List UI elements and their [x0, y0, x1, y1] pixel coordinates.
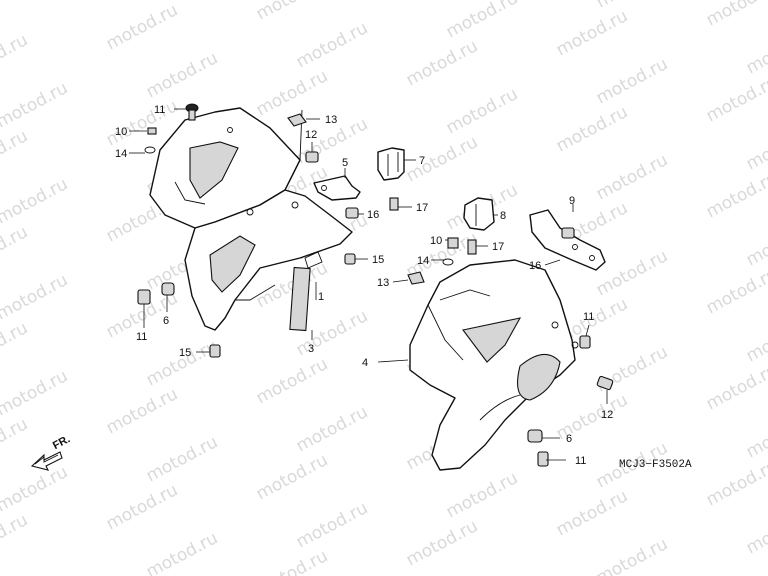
callout-13-top: 13 [325, 114, 337, 126]
watermark-text: motod.ru [143, 336, 221, 390]
callout-16-mid: 16 [367, 209, 379, 221]
watermark-text: motod.ru [0, 270, 71, 324]
watermark-text: motod.ru [103, 384, 181, 438]
watermark-text: motod.ru [593, 54, 671, 108]
callout-14-right: 14 [417, 255, 429, 267]
watermark-text: motod.ru [703, 360, 768, 414]
callout-7: 7 [419, 155, 425, 167]
watermark-text: motod.ru [743, 24, 768, 78]
watermark-text: motod.ru [553, 390, 631, 444]
watermark-text: motod.ru [703, 168, 768, 222]
watermark-text: motod.ru [143, 432, 221, 486]
watermark-text: motod.ru [0, 174, 71, 228]
watermark-text: motod.ru [0, 510, 31, 564]
callout-10-right: 10 [430, 235, 442, 247]
diagram-code: MCJ3−F3502A [619, 459, 692, 471]
bracket-7 [377, 147, 405, 181]
callout-12-top: 12 [305, 129, 317, 141]
front-direction-arrow: FR. [30, 433, 72, 471]
bracket-5 [313, 175, 361, 201]
watermark-text: motod.ru [553, 486, 631, 540]
watermark-text: motod.ru [0, 366, 71, 420]
watermark-text: motod.ru [253, 450, 331, 504]
watermark-text: motod.ru [293, 402, 371, 456]
callout-8: 8 [500, 210, 506, 222]
fasteners [137, 103, 614, 467]
callout-1: 1 [318, 291, 324, 303]
watermark-text: motod.ru [443, 468, 521, 522]
bracket-8 [463, 197, 495, 231]
watermark-text: motod.ru [143, 48, 221, 102]
watermark-text: motod.ru [253, 66, 331, 120]
callout-11-right: 11 [583, 311, 594, 323]
callout-4: 4 [362, 357, 368, 369]
watermark-text: motod.ru [553, 6, 631, 60]
watermark-text: motod.ru [593, 150, 671, 204]
watermark-text: motod.ru [253, 546, 331, 576]
watermark-text: motod.ru [143, 528, 221, 576]
callout-3: 3 [308, 343, 314, 355]
callout-5: 5 [342, 157, 348, 169]
watermark-text: motod.ru [0, 462, 71, 516]
watermark-text: motod.ru [0, 414, 31, 468]
callout-labels: 1 3 4 5 6 6 7 8 9 10 10 11 11 11 11 12 1… [115, 104, 613, 467]
watermark-text: motod.ru [0, 318, 31, 372]
callout-16-right: 16 [529, 260, 541, 272]
left-lower-cowl [149, 107, 353, 332]
callout-17-right: 17 [492, 241, 504, 253]
watermark-text: motod.ru [0, 126, 31, 180]
watermark-text: motod.ru [403, 132, 481, 186]
callout-15-mid: 15 [372, 254, 384, 266]
callout-6-right: 6 [566, 433, 572, 445]
callout-11-top: 11 [154, 104, 165, 116]
watermark-text: motod.ru [103, 480, 181, 534]
watermark-text: motod.ru [703, 0, 768, 30]
callout-11-left: 11 [136, 331, 147, 343]
callout-15-bottom: 15 [179, 347, 191, 359]
watermark-text: motod.ru [253, 354, 331, 408]
callout-17-mid: 17 [416, 202, 428, 214]
callout-6-left: 6 [163, 315, 169, 327]
callout-13-right: 13 [377, 277, 389, 289]
watermark-text: motod.ru [293, 498, 371, 552]
front-arrow-label: FR. [51, 433, 72, 452]
watermark-text: motod.ru [293, 18, 371, 72]
callout-11-bottom: 11 [575, 455, 586, 467]
callout-10-left: 10 [115, 126, 127, 138]
watermark-text: motod.ru [443, 84, 521, 138]
watermark-text: motod.ru [703, 456, 768, 510]
callout-9: 9 [569, 195, 575, 207]
watermark-text: motod.ru [743, 120, 768, 174]
watermark-text: motod.ru [743, 216, 768, 270]
watermark-text: motod.ru [403, 516, 481, 570]
right-lower-cowl [409, 259, 579, 471]
watermark-text: motod.ru [593, 534, 671, 576]
bracket-9 [529, 209, 606, 271]
watermark-text: motod.ru [743, 408, 768, 462]
watermark-text: motod.ru [553, 102, 631, 156]
watermark-text: motod.ru [743, 504, 768, 558]
callout-14-left: 14 [115, 148, 127, 160]
watermark-text: motod.ru [0, 78, 71, 132]
watermark-text: motod.ru [743, 312, 768, 366]
watermark-text: motod.ru [253, 0, 331, 24]
watermark-text: motod.ru [0, 222, 31, 276]
watermark-text: motod.ru [0, 30, 31, 84]
watermark-text: motod.ru [703, 72, 768, 126]
leader-lines [129, 108, 608, 461]
watermark-text: motod.ru [443, 0, 521, 42]
watermark-text: motod.ru [593, 0, 671, 12]
watermark-text: motod.ru [703, 264, 768, 318]
watermark-text: motod.ru [403, 36, 481, 90]
callout-12-right: 12 [601, 409, 613, 421]
watermark-text: motod.ru [593, 246, 671, 300]
watermark-text: motod.ru [103, 0, 181, 54]
